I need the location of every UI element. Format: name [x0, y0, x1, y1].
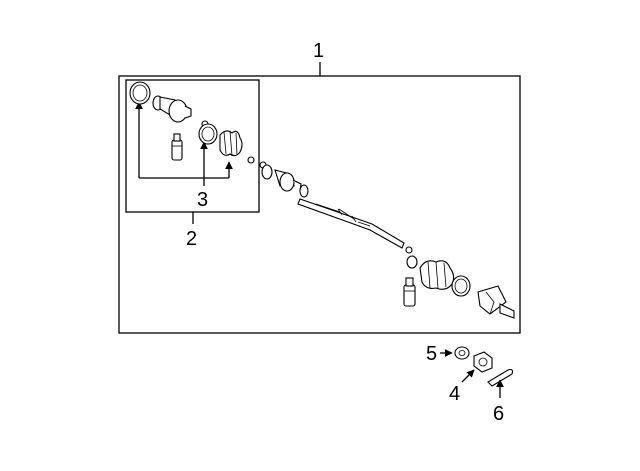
drive-shaft-parts	[259, 161, 515, 319]
grease-tube-2	[403, 277, 416, 307]
outer-joint-housing	[274, 169, 302, 192]
callout-3-bracket	[135, 101, 233, 186]
cotter-pin-part	[487, 368, 514, 387]
callout-4-label[interactable]: 4	[449, 383, 460, 405]
washer-part	[454, 346, 470, 360]
outer-boot	[419, 260, 455, 290]
axle-shaft	[297, 198, 405, 249]
small-clip	[247, 156, 255, 164]
boot-kit-parts	[129, 81, 255, 164]
callout-4-arrow	[461, 369, 475, 383]
callout-3-label[interactable]: 3	[197, 189, 208, 211]
inner-boot	[219, 130, 243, 157]
callout-6-label[interactable]: 6	[493, 403, 504, 425]
grease-tube	[171, 133, 183, 161]
seal-ring	[299, 184, 309, 198]
callout-1-label[interactable]: 1	[313, 40, 324, 62]
callout-2-label[interactable]: 2	[186, 228, 197, 250]
outer-cv-joint	[477, 285, 515, 319]
axle-nut-part	[473, 351, 493, 373]
inner-cv-joint	[152, 95, 192, 123]
callout-5-label[interactable]: 5	[426, 343, 437, 365]
clamp-ring	[261, 164, 273, 180]
